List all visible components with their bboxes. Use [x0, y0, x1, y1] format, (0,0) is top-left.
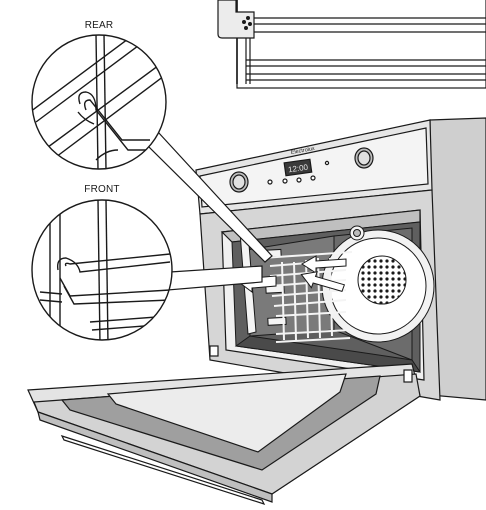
oven-cavity	[231, 221, 435, 373]
front-label: FRONT	[84, 184, 120, 195]
clock-display: 12:00	[288, 163, 310, 175]
callout-leaders	[147, 131, 273, 291]
fan-cover	[321, 229, 435, 343]
shelf-detail	[217, 0, 486, 89]
brand-label: Electrolux	[290, 146, 315, 156]
oven-lamp-icon	[349, 225, 365, 241]
oven-door[interactable]	[27, 345, 421, 506]
shelf-bracket	[217, 0, 255, 39]
rear-label: REAR	[84, 20, 114, 31]
right-knob[interactable]	[354, 147, 374, 169]
panel-buttons[interactable]	[267, 160, 330, 185]
door-hinge-left	[209, 345, 219, 357]
front-callout-circle	[31, 199, 173, 341]
left-knob[interactable]	[229, 171, 249, 193]
rear-callout-circle	[31, 34, 167, 170]
door-hinge-right	[403, 369, 413, 383]
